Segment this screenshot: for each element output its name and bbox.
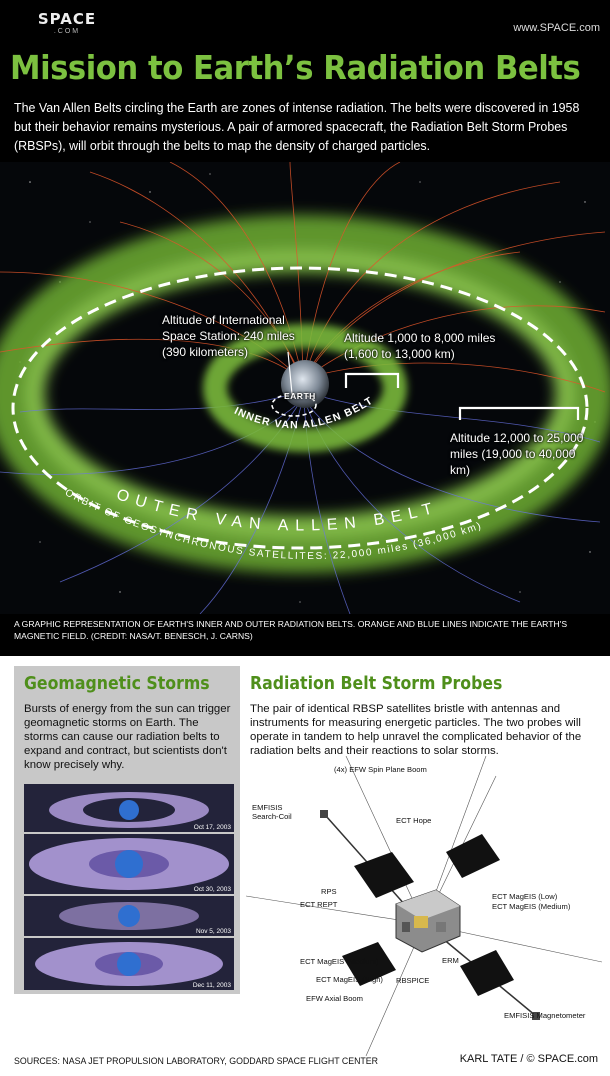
instrument-block [402, 922, 410, 932]
label-rps: RPS [321, 887, 337, 896]
iss-orbit-ring [271, 393, 317, 417]
label-spin-boom: (4x) EFW Spin Plane Boom [334, 765, 427, 774]
storm-date: Oct 17, 2003 [193, 824, 231, 831]
label-magEIS-high: ECT MagEIS (High) [316, 975, 383, 984]
label-emfisis-coil: EMFISIS [252, 803, 283, 812]
inner-belt-shape [203, 324, 407, 452]
probes-text: The pair of identical RBSP satellites br… [250, 703, 582, 757]
intro-text: The Van Allen Belts circling the Earth a… [14, 100, 580, 153]
inner-belt-altitude-label: Altitude 1,000 to 8,000 miles (1,600 to … [344, 331, 496, 361]
storm-image: Oct 17, 2003 [24, 784, 234, 832]
label-ect-rept: ECT REPT [300, 900, 338, 909]
page-title: Mission to Earth’s Radiation Belts [10, 48, 581, 87]
label-emfisis-coil-2: Search-Coil [252, 812, 292, 821]
storm-image: Nov 5, 2003 [24, 896, 234, 936]
probes-title: Radiation Belt Storm Probes [250, 674, 503, 694]
header: SPACE .COM www.SPACE.com Mission to Eart… [0, 0, 610, 162]
iss-altitude-label: Altitude of International Space Station:… [162, 313, 295, 359]
storm-date: Oct 30, 2003 [193, 886, 231, 893]
instrument-block [436, 922, 446, 932]
space-logo[interactable]: SPACE .COM [32, 10, 122, 44]
solar-panel [446, 834, 500, 878]
storm-date: Nov 5, 2003 [195, 928, 231, 935]
label-ect-hope: ECT Hope [396, 816, 432, 825]
label-efw-axial: EFW Axial Boom [306, 994, 363, 1003]
belts-artwork: INNER VAN ALLEN BELT OUTER VAN ALLEN BEL… [0, 162, 610, 614]
earth-label: EARTH [284, 391, 316, 401]
label-magEIS-low: ECT MagEIS (Low) [492, 892, 558, 901]
search-coil-sensor [320, 810, 328, 818]
spacecraft-artwork [246, 756, 602, 1056]
outer-belt-bracket [458, 406, 580, 420]
credit-footer: KARL TATE / © SPACE.com [459, 1053, 598, 1065]
solar-panel [342, 942, 396, 986]
inner-belt-bracket [344, 372, 400, 388]
magnetometer-sensor [532, 1012, 540, 1020]
belts-caption: A graphic representation of Earth's inne… [14, 619, 568, 641]
geosynchronous-orbit [11, 266, 589, 550]
storm-image: Oct 30, 2003 [24, 834, 234, 894]
solar-panel [354, 852, 414, 898]
storm-date: Dec 11, 2003 [192, 982, 231, 989]
label-erm: ERM [442, 956, 459, 965]
solar-panel [460, 950, 514, 996]
earth-globe [281, 360, 329, 408]
storm-image: Dec 11, 2003 [24, 938, 234, 990]
logo-text: SPACE [37, 10, 97, 28]
label-magEIS-medium-right: ECT MagEIS (Medium) [492, 902, 571, 911]
radiation-belts-illustration: INNER VAN ALLEN BELT OUTER VAN ALLEN BEL… [0, 162, 610, 614]
lower-section: Geomagnetic Storms Bursts of energy from… [0, 656, 610, 1076]
label-emfisis-magnetometer: EMFISIS Magnetometer [504, 1011, 586, 1020]
sources-footer: Sources: NASA Jet Propulsion Laboratory,… [14, 1056, 379, 1066]
rbsp-spacecraft-diagram: (4x) EFW Spin Plane Boom EMFISIS Search-… [246, 756, 602, 1056]
geomagnetic-text: Bursts of energy from the sun can trigge… [24, 703, 231, 771]
geomagnetic-title: Geomagnetic Storms [24, 674, 210, 694]
logo-suffix: .COM [53, 28, 81, 35]
outer-belt-altitude-label: Altitude 12,000 to 25,000 miles (19,000 … [450, 431, 584, 477]
site-url[interactable]: www.SPACE.com [513, 22, 600, 34]
label-rbspice: RBSPICE [396, 976, 430, 985]
instrument-block [414, 916, 428, 928]
geomagnetic-storms-panel: Geomagnetic Storms Bursts of energy from… [14, 666, 240, 994]
label-magEIS-medium-left: ECT MagEIS (Medium) [300, 957, 379, 966]
iss-pointer [287, 351, 293, 395]
